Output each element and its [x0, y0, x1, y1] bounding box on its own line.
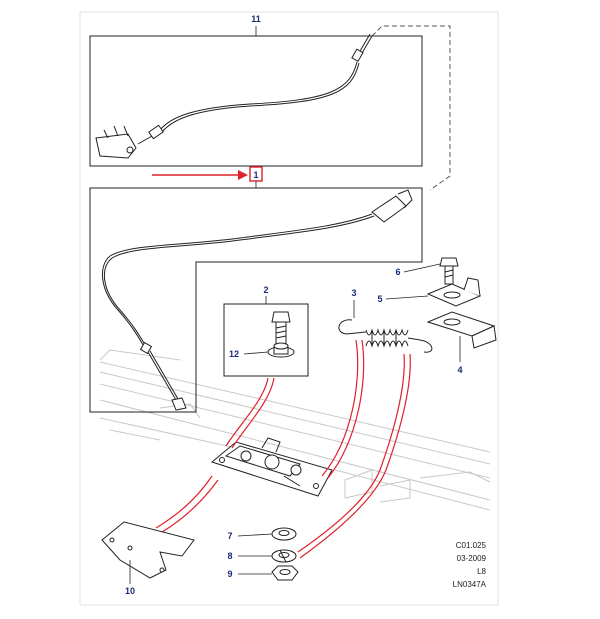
- diagram-frame: [79, 11, 499, 606]
- callout-8: 8: [227, 551, 232, 561]
- callout-9: 9: [227, 569, 232, 579]
- reference-date: 03-2009: [457, 554, 487, 563]
- callout-1: 1: [152, 166, 263, 188]
- part-11-cable: [95, 33, 373, 159]
- callout-5: 5: [377, 294, 382, 304]
- part-1-box: [89, 187, 423, 413]
- red-link-lines: [155, 339, 411, 559]
- bolt-12: [267, 311, 295, 358]
- reference-drawing-number: LN0347A: [453, 580, 487, 589]
- dashed-connector: [371, 25, 451, 191]
- bracket-5: [426, 277, 482, 307]
- callout-7: 7: [227, 531, 232, 541]
- plate-4: [426, 311, 497, 349]
- callout-11: 11: [251, 14, 261, 24]
- highlight-arrowhead: [238, 170, 248, 180]
- callout-3: 3: [351, 288, 356, 298]
- callout-6: 6: [395, 267, 400, 277]
- part-2-box: [223, 303, 309, 377]
- reference-code: C01.025: [456, 541, 487, 550]
- washer-8: [271, 549, 297, 563]
- vehicle-body-ghost: [99, 349, 491, 511]
- nut-9: [271, 565, 299, 581]
- plate-10: [101, 521, 195, 579]
- part-1-cable: [101, 189, 413, 411]
- callout-4: 4: [457, 365, 462, 375]
- callout-10: 10: [125, 586, 135, 596]
- latch-assembly: [210, 437, 333, 497]
- callout-12: 12: [229, 349, 239, 359]
- svg-text:1: 1: [253, 170, 258, 180]
- reference-block: C01.025 03-2009 L8 LN0347A: [453, 541, 487, 589]
- reference-variant: L8: [477, 567, 486, 576]
- callout-2: 2: [263, 285, 268, 295]
- washer-7: [271, 527, 297, 541]
- bolt-6: [439, 257, 459, 285]
- spring-3: [338, 319, 433, 353]
- part-11-box: [89, 35, 423, 167]
